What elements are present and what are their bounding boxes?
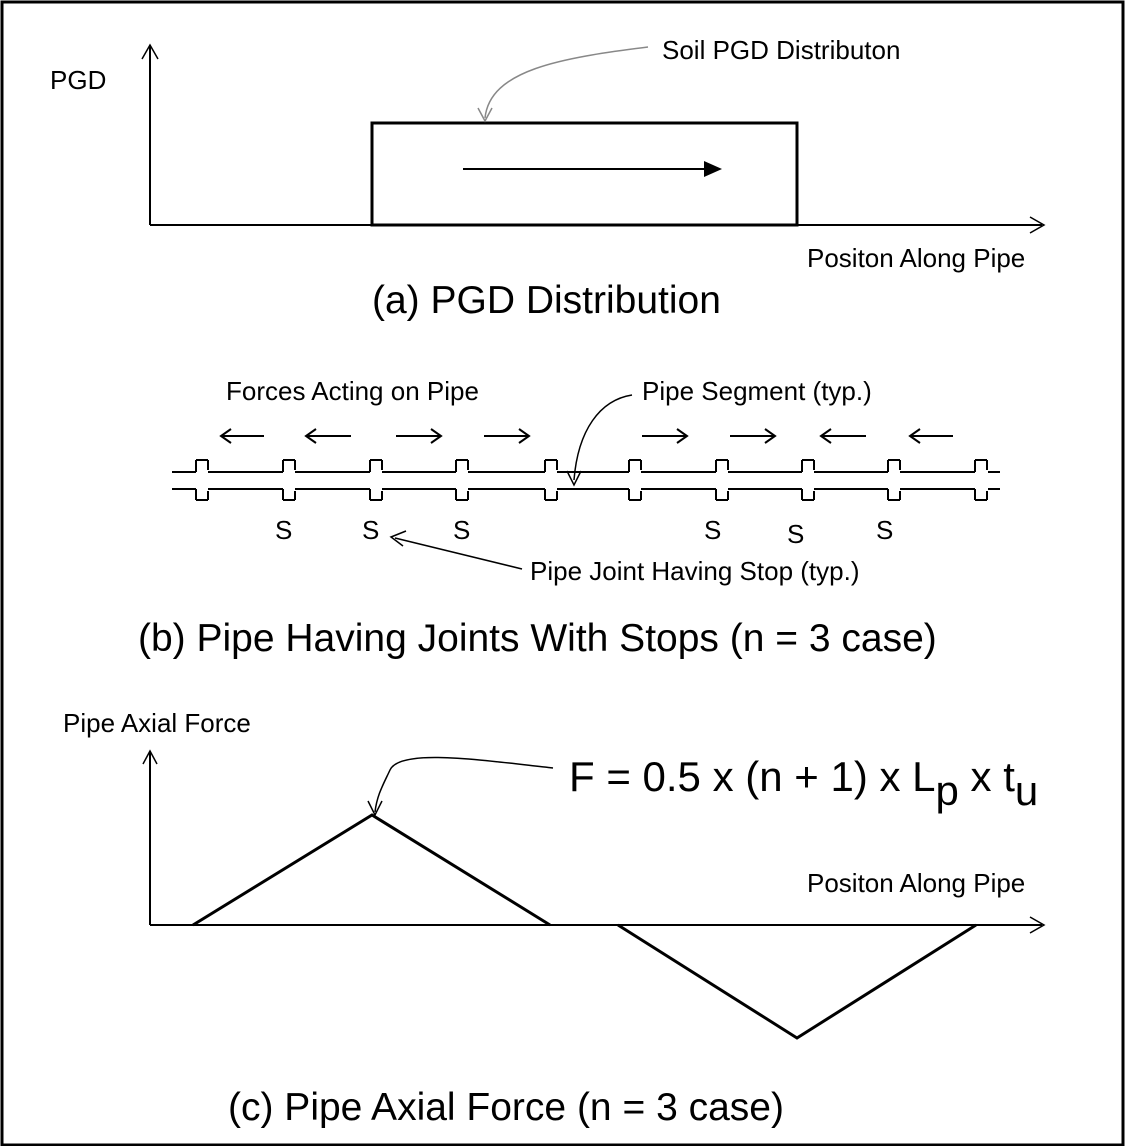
pipe-joint <box>195 459 209 501</box>
pipe-joint <box>544 459 558 501</box>
pgd-label-leader-arrowhead <box>477 107 493 123</box>
force-y-axis-arrowhead <box>142 749 158 765</box>
pipe-joint <box>801 459 815 501</box>
force-arrow-right <box>396 428 443 444</box>
force-y-axis-label: Pipe Axial Force <box>63 708 251 738</box>
pipe-segment-label: Pipe Segment (typ.) <box>642 376 872 406</box>
panel-b-caption: (b) Pipe Having Joints With Stops (n = 3… <box>138 617 937 660</box>
formula-leader-arrowhead <box>367 800 383 817</box>
force-arrow-right <box>484 428 531 444</box>
panel-b-graphics <box>172 394 1000 570</box>
force-arrow-left <box>219 428 264 444</box>
pipe-segment <box>295 471 370 490</box>
formula-main: F = 0.5 x (n + 1) x L <box>569 753 936 800</box>
forces-acting-label: Forces Acting on Pipe <box>226 376 479 406</box>
panel-c-caption: (c) Pipe Axial Force (n = 3 case) <box>228 1086 784 1129</box>
pipe-segment <box>382 471 456 490</box>
axial-force-formula: F = 0.5 x (n + 1) x Lp x tu <box>569 753 1038 812</box>
pipe-segment <box>900 471 975 490</box>
pipe-joint-stop-label: Pipe Joint Having Stop (typ.) <box>530 556 860 586</box>
stop-mark: S <box>275 515 293 545</box>
panel-c-graphics <box>142 749 1046 1040</box>
stop-mark: S <box>876 515 894 545</box>
panel-a-caption: (a) PGD Distribution <box>372 279 721 322</box>
force-arrow-right <box>642 428 689 444</box>
force-arrow-left <box>908 428 953 444</box>
pipe-segment <box>557 471 629 490</box>
pipe-segment <box>814 471 888 490</box>
pipe-segment <box>208 471 283 490</box>
pipe-joint <box>887 459 901 501</box>
force-arrow-left <box>819 428 866 444</box>
pipe-joint <box>974 459 988 501</box>
pipe-segment <box>468 471 545 490</box>
force-arrow-right <box>730 428 777 444</box>
stop-mark: S <box>362 515 380 545</box>
pipe-joint <box>715 459 729 501</box>
pipe-joint <box>369 459 383 501</box>
force-x-axis-arrowhead <box>1029 916 1046 934</box>
pgd-movement-arrowhead <box>704 161 722 177</box>
axial-force-tension-triangle <box>192 813 551 927</box>
pipe-joint <box>282 459 296 501</box>
segment-label-leader-arrowhead <box>566 470 582 487</box>
formula-leader <box>374 756 554 813</box>
pgd-y-axis-arrowhead <box>141 43 159 60</box>
joint-label-leader <box>394 537 523 570</box>
pgd-label-leader <box>484 46 649 119</box>
pipe-joint <box>628 459 642 501</box>
segment-label-leader <box>573 394 633 481</box>
pipe-with-joints <box>172 459 1000 501</box>
panel-a-graphics <box>141 43 1046 234</box>
stop-mark: S <box>453 515 471 545</box>
pipe-segment <box>728 471 802 490</box>
force-x-axis-label: Positon Along Pipe <box>807 868 1026 898</box>
soil-pgd-distribution-label: Soil PGD Distributon <box>662 35 901 65</box>
joint-label-leader-arrowhead <box>389 530 407 547</box>
pgd-x-axis-arrowhead <box>1029 216 1046 234</box>
pgd-x-axis-label: Positon Along Pipe <box>807 243 1026 273</box>
force-arrow-left <box>304 428 351 444</box>
axial-force-compression-triangle <box>617 923 977 1040</box>
pgd-distribution-box <box>370 121 799 227</box>
pipe-segment <box>641 471 716 490</box>
stop-mark: S <box>704 515 722 545</box>
pgd-y-axis-label: PGD <box>50 65 107 95</box>
formula-subscript-u: u <box>1014 767 1039 814</box>
stop-mark: S <box>787 519 805 549</box>
formula-subscript-p: p <box>935 767 959 814</box>
formula-mid: x t <box>958 753 1015 800</box>
pipe-joint <box>455 459 469 501</box>
